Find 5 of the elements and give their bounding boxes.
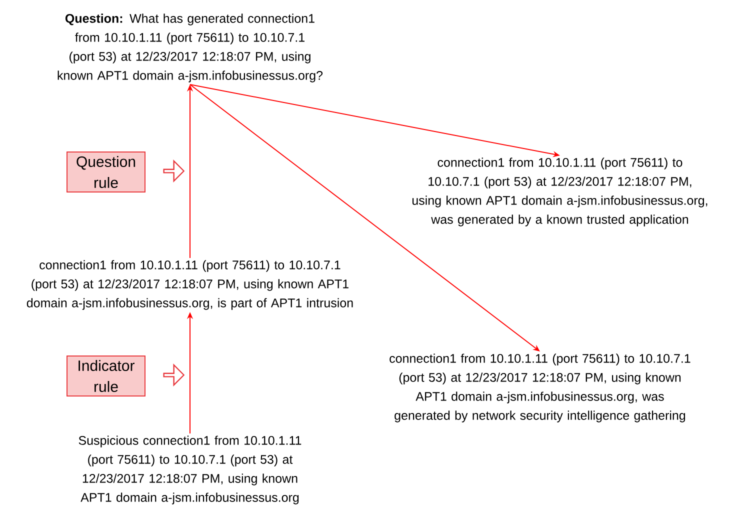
statement-text: Suspicious connection1 from 10.10.1.11 (port 75611) to 10.10.7.1 (port 53) at 12/23/2017 12:18:07 PM, using known APT1 domain a-jsm.infobusinessus.org [78,436,302,504]
statement-text: Question: What has generated connection1 from 10.10.1.11 (port 75611) to 10.10.7.1 (port 53) at 12/23/2017 12:18:07 PM, using known APT1 domain a-jsm.infobusinessus.org? [58,14,323,82]
statement-text: connection1 from 10.10.1.11 (port 75611) to 10.10.7.1 (port 53) at 12/23/2017 12:18:07 PM, using known APT1 domain a-jsm.infobusinessus.org, was generated by a known trusted application [412,158,708,226]
statement-text: connection1 from 10.10.1.11 (port 75611) to 10.10.7.1 (port 53) at 12/23/2017 12:18:07 PM, using known APT1 domain a-jsm.infobusinessus.org, was generated by network security intelligence gathering [390,354,690,422]
statement-text: connection1 from 10.10.1.11 (port 75611) to 10.10.7.1 (port 53) at 12/23/2017 12:18:07 PM, using known APT1 domain a-jsm.infobusinessus.org, is part of APT1 intrusion [26,260,353,310]
